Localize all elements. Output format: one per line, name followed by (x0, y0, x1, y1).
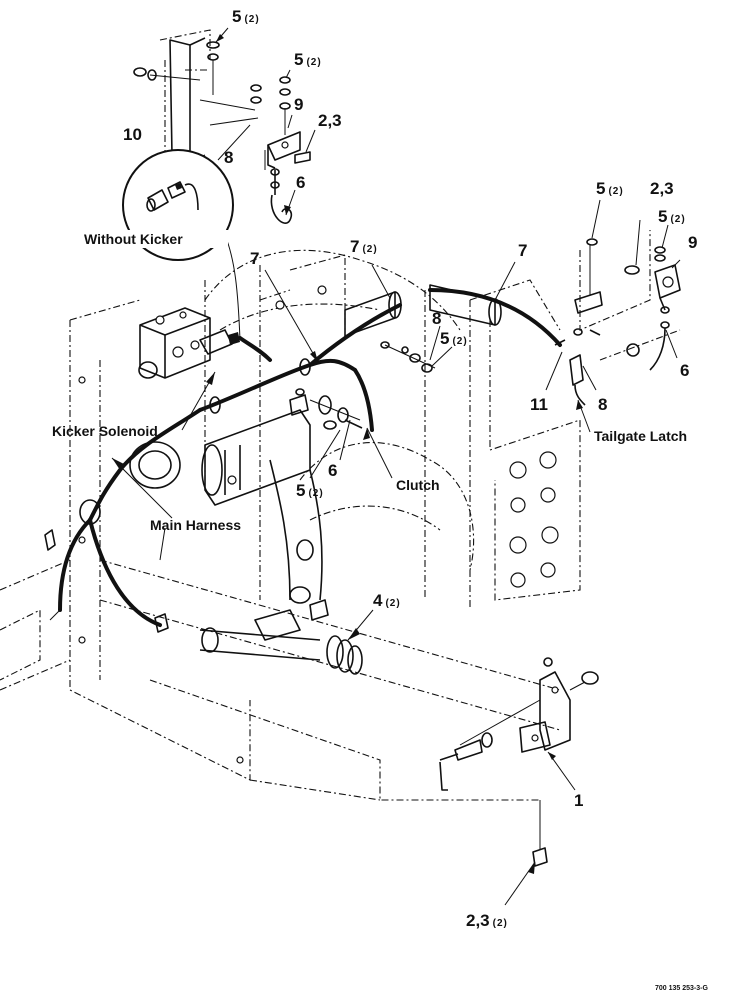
center-fasteners (380, 341, 436, 373)
label-main-harness: Main Harness (150, 517, 241, 533)
callout-5-top-num: 5 (232, 7, 241, 26)
svg-text:5(2): 5(2) (296, 481, 324, 500)
callout-4-num: 4 (373, 591, 383, 610)
callout-5-top-qty: (2) (244, 14, 259, 25)
lower-right-bracket (439, 657, 599, 867)
clutch-assembly (129, 388, 363, 604)
svg-text:2,3(2): 2,3(2) (466, 911, 508, 930)
svg-text:5(2): 5(2) (440, 329, 468, 348)
callout-9-upper: 9 (294, 95, 303, 114)
svg-text:7(2): 7(2) (350, 237, 378, 256)
callout-6-upper: 6 (296, 173, 305, 192)
callout-5-upper-num: 5 (294, 50, 303, 69)
callout-5-right-top-qty: (2) (608, 186, 623, 197)
upper-bracket-assembly (133, 37, 311, 224)
callout-5-lower-qty: (2) (308, 488, 323, 499)
callout-2-3-bottom-qty: (2) (493, 918, 508, 929)
right-upper-bracket (554, 238, 681, 406)
callout-1: 1 (574, 791, 583, 810)
callout-10: 10 (123, 125, 142, 144)
callout-5-right-top-num: 5 (596, 179, 605, 198)
svg-text:5(2): 5(2) (232, 7, 260, 26)
label-tailgate-latch: Tailgate Latch (594, 428, 687, 444)
callout-2-3-upper: 2,3 (318, 111, 342, 130)
callout-2-3-bottom-num: 2,3 (466, 911, 490, 930)
machine-frame-outline (0, 29, 681, 801)
callout-11: 11 (530, 395, 548, 414)
leader-arrowheads (112, 34, 583, 874)
svg-text:4(2): 4(2) (373, 591, 401, 610)
callout-9-right: 9 (688, 233, 697, 252)
callout-5-upper-qty: (2) (306, 57, 321, 68)
callout-6-center: 6 (328, 461, 337, 480)
kicker-solenoid-valve (138, 307, 272, 379)
callout-5-lower-num: 5 (296, 481, 305, 500)
svg-text:5(2): 5(2) (596, 179, 624, 198)
label-kicker-solenoid: Kicker Solenoid (52, 423, 158, 439)
callout-2-3-right: 2,3 (650, 179, 674, 198)
callout-4-qty: (2) (385, 598, 400, 609)
callout-7-right: 7 (518, 241, 527, 260)
callout-8-right: 8 (598, 395, 607, 414)
label-clutch: Clutch (396, 477, 440, 493)
label-without-kicker: Without Kicker (84, 231, 183, 247)
callout-8-center: 8 (432, 309, 441, 328)
callout-7-left: 7 (250, 249, 259, 268)
callout-6-right: 6 (680, 361, 689, 380)
drawing-code: 700 135 253-3-G (655, 985, 708, 992)
component-labels: Without Kicker Kicker Solenoid Main Harn… (52, 230, 708, 992)
callout-7-mid-num: 7 (350, 237, 359, 256)
callout-8-upper: 8 (224, 148, 233, 167)
svg-text:5(2): 5(2) (658, 207, 686, 226)
callout-5-center-num: 5 (440, 329, 449, 348)
callouts: 5(2) 5(2) 9 2,3 8 6 10 7 7(2) 7 5(2) 2,3… (123, 7, 697, 930)
wire-loom-conduit (344, 284, 502, 337)
plate-holes (78, 285, 559, 764)
callout-5-right-qty: (2) (670, 214, 685, 225)
main-harness-wires (44, 288, 562, 633)
callout-5-center-qty: (2) (452, 336, 467, 347)
main-shaft-pulley (199, 599, 363, 675)
callout-5-right-num: 5 (658, 207, 667, 226)
callout-7-mid-qty: (2) (362, 244, 377, 255)
svg-text:5(2): 5(2) (294, 50, 322, 69)
